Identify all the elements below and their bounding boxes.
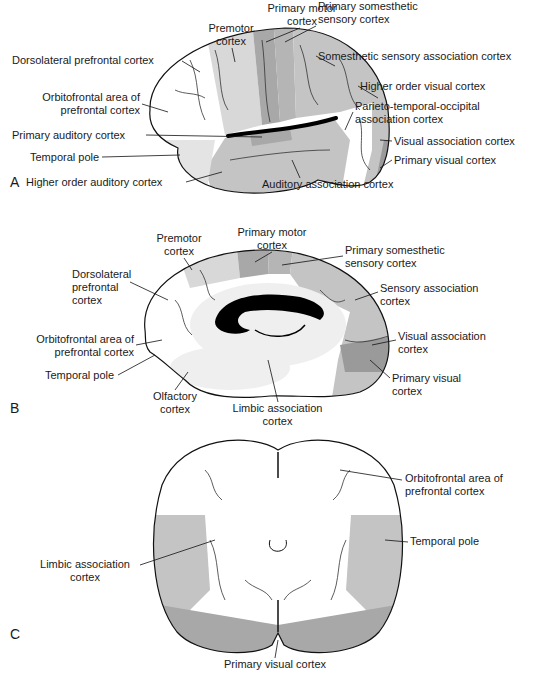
leader-line: [102, 155, 180, 157]
leader-line: [345, 112, 353, 130]
sulcus-line: [175, 270, 392, 342]
premotor-region: [200, 0, 262, 135]
sylvian-fissure: [228, 118, 336, 136]
region-label: Temporal pole: [410, 535, 510, 548]
region-label: Dorsolateral prefrontal cortex: [72, 268, 140, 307]
leader-line: [130, 282, 168, 300]
leader-line: [136, 340, 162, 345]
panel-letter: B: [10, 400, 34, 416]
region-label: Premotor cortex: [200, 22, 262, 48]
region-label: Somesthetic sensory association cortex: [318, 50, 536, 63]
region-label: Auditory association cortex: [262, 178, 422, 191]
leader-line: [184, 258, 192, 270]
region-label: Primary somesthetic sensory cortex: [318, 0, 436, 26]
region-label: Temporal pole: [45, 369, 135, 382]
leader-line: [285, 26, 316, 42]
leader-line: [266, 28, 300, 42]
leader-line: [282, 256, 343, 265]
brain-outline: [154, 440, 403, 653]
motor-region: [250, 0, 280, 125]
brain-outline: [145, 250, 389, 397]
temporal-pole-region: [150, 140, 215, 200]
leader-line: [186, 172, 222, 182]
fornix-line: [255, 325, 305, 336]
leader-line: [340, 470, 402, 480]
leader-line: [232, 48, 235, 62]
region-label: Visual association cortex: [394, 135, 536, 148]
region-label: Premotor cortex: [148, 232, 210, 258]
ventral-brain: [140, 440, 416, 675]
region-label: Orbitofrontal area of prefrontal cortex: [405, 472, 505, 498]
sulcus-line: [205, 470, 350, 600]
region-label: Higher order auditory cortex: [26, 176, 196, 189]
brainstem-outline: [269, 540, 286, 551]
region-label: Primary somesthetic sensory cortex: [345, 244, 460, 270]
region-label: Temporal pole: [30, 151, 120, 164]
region-label: Primary visual cortex: [392, 372, 477, 398]
leader-line: [370, 360, 390, 378]
primary-visual-region: [372, 140, 400, 200]
panel-letter: A: [10, 174, 34, 190]
region-label: Higher order visual cortex: [360, 80, 530, 93]
leader-line: [275, 640, 278, 658]
panel-letter: C: [10, 626, 34, 642]
corpus-callosum: [215, 294, 324, 333]
leader-line: [385, 540, 408, 542]
region-label: Primary motor cortex: [232, 226, 312, 252]
region-label: Limbic association cortex: [30, 558, 140, 584]
leader-line: [355, 292, 378, 300]
region-label: Primary auditory cortex: [12, 129, 152, 142]
leader-line: [380, 160, 392, 168]
region-label: Dorsolateral prefrontal cortex: [12, 54, 184, 67]
region-label: Primary visual cortex: [394, 154, 536, 167]
region-label: Olfactory cortex: [140, 390, 210, 416]
midline-fissure: [277, 452, 279, 632]
leader-line: [380, 140, 392, 141]
leader-line: [292, 160, 300, 178]
region-label: Sensory association cortex: [380, 282, 490, 308]
region-label: Limbic association cortex: [225, 402, 330, 428]
region-label: Parieto-temporal-occipital association c…: [355, 100, 535, 126]
region-label: Primary visual cortex: [205, 658, 345, 671]
leader-line: [182, 61, 200, 72]
leader-line: [255, 252, 272, 262]
region-label: Orbitofrontal area of prefrontal cortex: [28, 91, 140, 117]
region-label: Visual association cortex: [398, 330, 498, 356]
leader-line: [372, 340, 396, 345]
leader-line: [140, 540, 215, 565]
leader-line: [142, 104, 168, 112]
leader-line: [146, 135, 262, 137]
region-label: Orbitofrontal area of prefrontal cortex: [22, 333, 134, 359]
leader-line: [268, 360, 278, 402]
leader-line: [175, 372, 188, 390]
